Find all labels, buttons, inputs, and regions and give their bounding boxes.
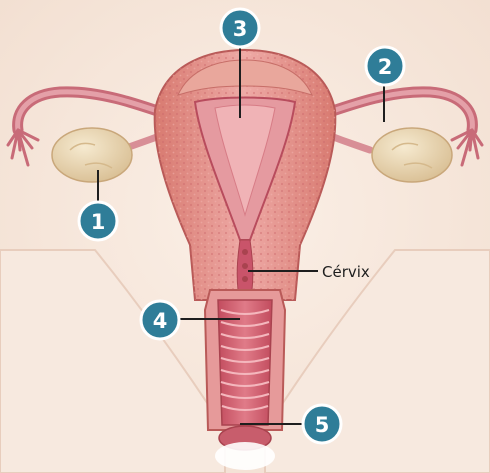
callout-number-5: 5	[315, 413, 330, 437]
callout-badge-2: 2	[366, 47, 404, 85]
callout-number-2: 2	[378, 55, 393, 79]
callout-badge-1: 1	[79, 202, 117, 240]
callout-badge-4: 4	[141, 301, 179, 339]
ovary-left	[52, 128, 132, 182]
cervix-label: Cérvix	[322, 263, 370, 281]
callout-badge-5: 5	[303, 405, 341, 443]
ovary-right	[372, 128, 452, 182]
callout-number-4: 4	[153, 309, 168, 333]
callout-badge-3: 3	[221, 9, 259, 47]
callout-number-1: 1	[91, 210, 106, 234]
callout-number-3: 3	[233, 17, 248, 41]
